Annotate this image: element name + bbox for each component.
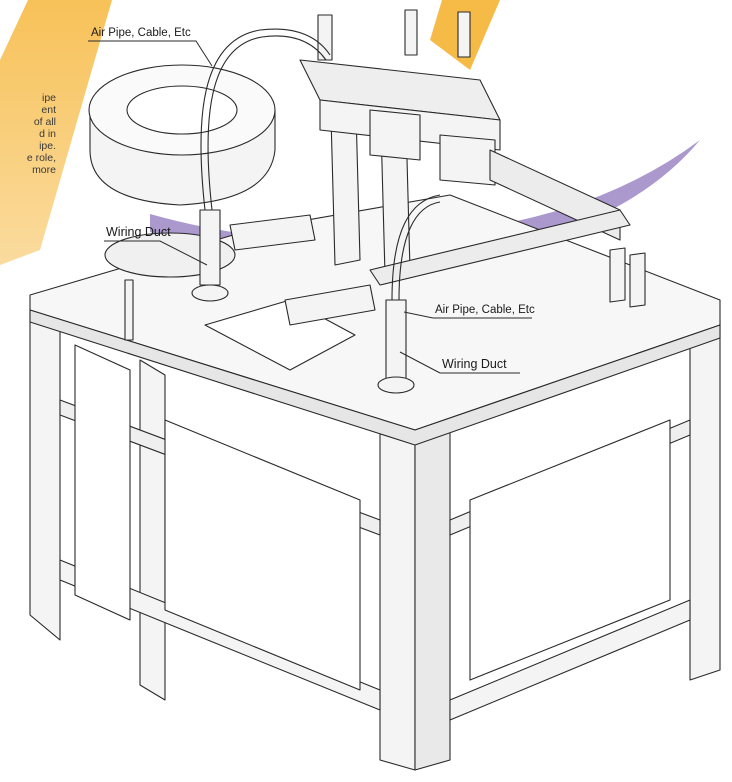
bowl-support-pole	[124, 279, 134, 341]
side-text-line: ipe	[41, 92, 56, 104]
label-wiring-duct-left: Wiring Duct	[106, 225, 171, 239]
leader-air-pipe-top	[88, 40, 213, 67]
slide-module-left	[229, 214, 316, 251]
frame-left-leg	[29, 309, 61, 641]
bowl-feeder-inner	[126, 85, 238, 135]
wiring-duct-left-base	[191, 284, 229, 302]
frame-front-leg	[379, 429, 416, 771]
pick-place-block	[439, 134, 496, 186]
wiring-duct-left-pole	[199, 209, 221, 286]
frame-inner-left-window	[164, 419, 361, 691]
cylinder-top-3	[317, 14, 333, 61]
side-text-line: ent	[41, 104, 56, 116]
leader-wiring-duct-right	[399, 351, 520, 374]
label-air-pipe-top: Air Pipe, Cable, Etc	[91, 27, 191, 39]
label-wiring-duct-right: Wiring Duct	[442, 357, 507, 371]
cylinder-top-2	[457, 11, 471, 58]
frame-left-window	[74, 344, 131, 621]
linear-rail-long	[369, 209, 631, 286]
cylinder-top-1	[404, 9, 418, 56]
wiring-duct-right-pole	[385, 299, 407, 381]
air-pipe-hose-left-2	[207, 35, 327, 211]
air-pipe-hose-right	[391, 194, 441, 301]
right-post-2	[629, 252, 646, 308]
side-text-line: e role,	[26, 152, 56, 164]
air-pipe-hose-left	[200, 28, 331, 211]
frame-front-leg-side	[414, 429, 451, 771]
right-post	[609, 247, 626, 303]
leader-wiring-duct-left	[104, 240, 208, 266]
side-description-text: ipe ent of all d in ipe. e role, more	[0, 92, 56, 176]
leader-air-pipe-right	[403, 311, 532, 319]
side-text-line: d in	[39, 128, 56, 140]
frame-right-leg	[689, 319, 721, 681]
watermark-orange-left	[0, 0, 112, 265]
table-top-edge	[29, 309, 721, 446]
air-pipe-hose-right-2	[398, 201, 441, 301]
frame-left-inner-leg	[139, 359, 166, 701]
frame-bottom-right-brace	[449, 599, 691, 721]
side-text-line: more	[32, 164, 56, 176]
pick-place-head	[369, 109, 421, 161]
wiring-duct-right-base	[377, 376, 415, 394]
side-text-line: ipe.	[39, 140, 56, 152]
side-text-line: of all	[33, 116, 56, 128]
frame-inner-right-window	[469, 419, 671, 681]
label-air-pipe-right: Air Pipe, Cable, Etc	[435, 304, 535, 316]
slide-module-front	[284, 284, 376, 326]
